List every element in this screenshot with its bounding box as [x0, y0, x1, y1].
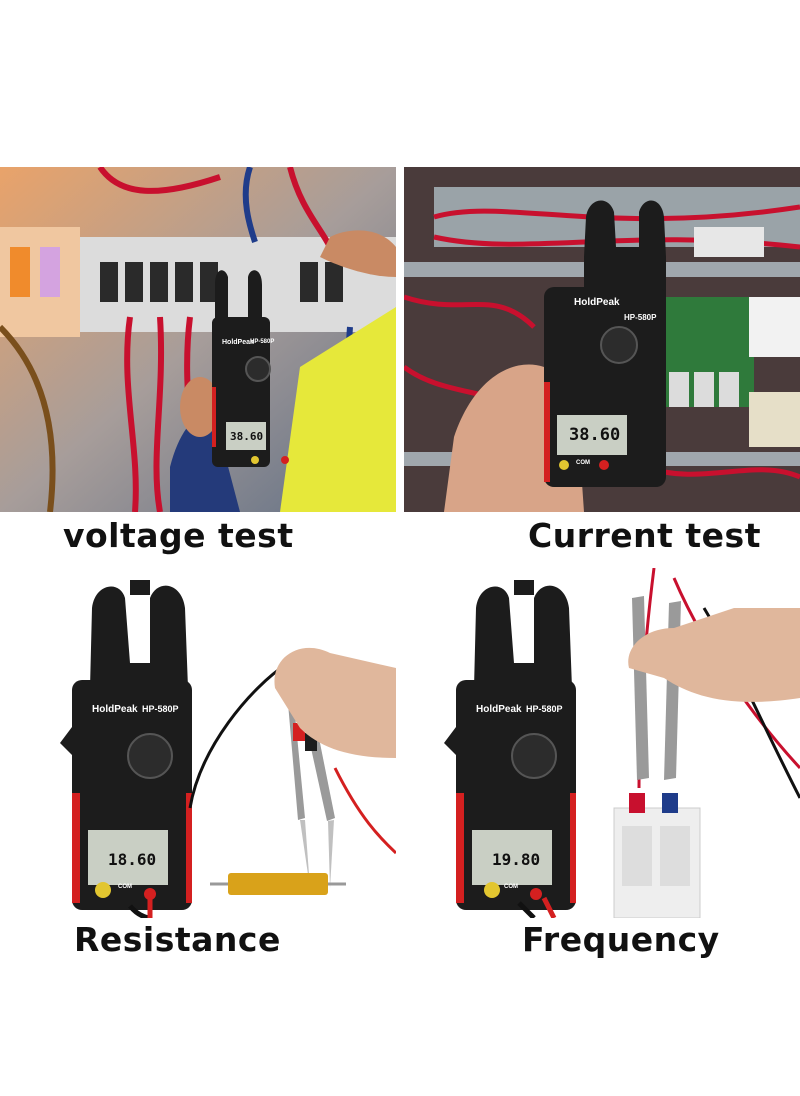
caption-voltage-test: voltage test	[63, 516, 294, 555]
caption-current-test: Current test	[528, 516, 761, 555]
meter-com-label: COM	[504, 884, 518, 890]
meter-display-reading: 38.60	[569, 425, 621, 445]
clamp-meter	[60, 580, 192, 910]
photo-voltage-test: HoldPeak HP-580P 38.60	[0, 167, 396, 512]
meter-brand-label: HoldPeak	[574, 297, 620, 308]
meter-model-label: HP-580P	[250, 339, 275, 345]
clamp-meter	[444, 580, 576, 910]
frequency-test-illustration	[404, 568, 800, 918]
meter-brand-label: HoldPeak	[222, 339, 254, 346]
meter-com-label: COM	[576, 460, 590, 466]
meter-brand-label: HoldPeak	[476, 704, 522, 715]
photo-resistance-test: HoldPeak HP-580P 18.60 COM	[0, 568, 396, 918]
resistance-test-illustration	[0, 568, 396, 918]
photo-frequency-test: HoldPeak HP-580P 19.80 COM	[404, 568, 800, 918]
clamp-meter	[212, 270, 289, 467]
meter-model-label: HP-580P	[624, 313, 657, 322]
caption-frequency: Frequency	[522, 920, 720, 959]
meter-brand-label: HoldPeak	[92, 704, 138, 715]
current-test-illustration	[404, 167, 800, 512]
voltage-test-illustration	[0, 167, 396, 512]
meter-display-reading: 38.60	[230, 430, 264, 443]
photo-current-test: HoldPeak HP-580P 38.60 COM	[404, 167, 800, 512]
meter-model-label: HP-580P	[526, 704, 563, 714]
meter-display-reading: 19.80	[492, 850, 541, 869]
meter-display-reading: 18.60	[108, 850, 157, 869]
meter-com-label: COM	[118, 884, 132, 890]
caption-resistance: Resistance	[74, 920, 281, 959]
meter-model-label: HP-580P	[142, 704, 179, 714]
clamp-meter	[544, 200, 666, 487]
